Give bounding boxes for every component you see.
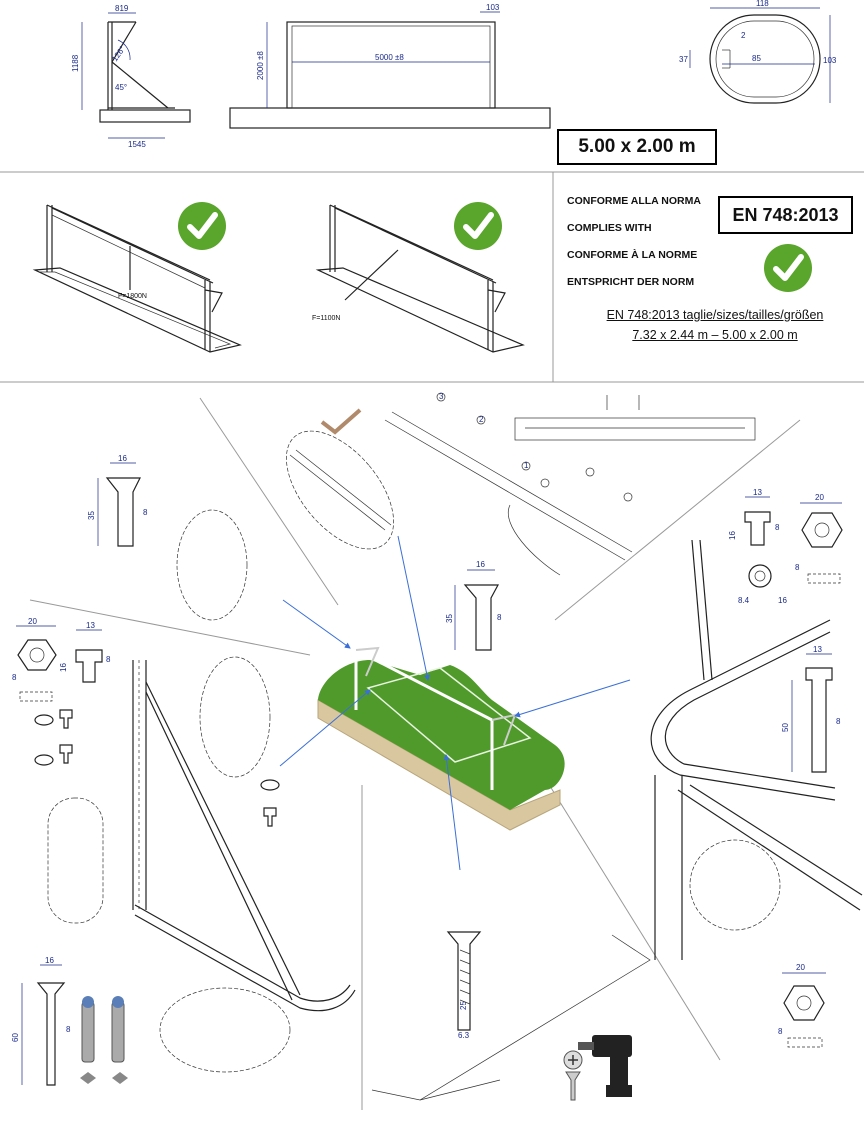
callout-markers: 3 2 1 — [436, 392, 633, 502]
dim-profile-height: 103 — [823, 56, 837, 65]
test-horizontal-drawing: F=1100N — [312, 204, 525, 353]
dim-bolt-a-h: 35 — [87, 511, 96, 520]
norm-line-fr: CONFORME À LA NORME — [567, 249, 698, 261]
check-icon — [178, 202, 226, 250]
dim-profile-side: 37 — [679, 55, 688, 64]
dim-nut-left-w: 20 — [28, 617, 37, 626]
bolt-b-detail: 16 35 8 — [445, 560, 502, 651]
force-horizontal-label: F=1100N — [312, 315, 340, 322]
right-post-drawing — [650, 539, 863, 960]
left-post-drawing — [47, 509, 356, 1073]
standard-sizes-line2: 7.32 x 2.44 m – 5.00 x 2.00 m — [632, 328, 798, 342]
dim-bolt-long-d: 8 — [836, 717, 841, 726]
dim-angle-lower: 45° — [115, 83, 127, 92]
profile-section-drawing: 118 103 85 37 2 — [679, 0, 837, 104]
test-vertical-drawing: F=1800N — [32, 204, 242, 353]
check-icon — [764, 244, 812, 292]
dim-base-width: 1545 — [128, 140, 146, 149]
dim-bolt-b-h: 35 — [445, 614, 454, 623]
dim-nut-right-w: 20 — [815, 493, 824, 502]
dim-bolt-b-d: 8 — [497, 613, 502, 622]
guide-lines — [29, 397, 801, 1110]
bolt-a-detail: 16 35 8 — [87, 454, 148, 547]
dim-bolt-left-h: 16 — [59, 663, 68, 672]
dim-bolt-long-w: 13 — [813, 645, 822, 654]
standard-box: EN 748:2013 — [718, 196, 853, 234]
dim-top-width: 819 — [115, 4, 129, 13]
loose-parts-left — [34, 709, 280, 827]
dim-washer-d2: 16 — [778, 596, 787, 605]
front-view-drawing: 5000 ±8 2000 ±8 103 — [229, 3, 551, 129]
right-washer-detail: 8.4 16 — [738, 564, 787, 605]
dim-bolt-right-h: 16 — [728, 531, 737, 540]
standard-sizes-line1: EN 748:2013 taglie/sizes/tailles/größen — [606, 308, 824, 322]
callout-label: 2 — [479, 415, 484, 424]
rail-detail-drawing — [286, 395, 756, 576]
dim-nut-left-d: 8 — [12, 673, 17, 682]
dim-post: 103 — [486, 3, 500, 12]
norm-line-de: ENTSPRICHT DER NORM — [567, 276, 695, 288]
dim-nut-rb-d: 8 — [778, 1027, 783, 1036]
dim-bolt-right-d: 8 — [775, 523, 780, 532]
dim-bolt-b-w: 16 — [476, 560, 485, 569]
field-3d-render — [317, 646, 565, 831]
right-nut-detail: 20 8 — [795, 493, 843, 584]
dim-screw-center-h: 25 — [459, 1001, 468, 1010]
screw-icon — [563, 1050, 583, 1101]
dim-goal-width: 5000 ±8 — [375, 53, 404, 62]
dim-profile-width: 118 — [756, 0, 769, 8]
dim-bolt-a-w: 16 — [118, 454, 127, 463]
dim-bolt-left-d: 8 — [106, 655, 111, 664]
norm-line-en: COMPLIES WITH — [567, 222, 652, 234]
dim-nut-rb-w: 20 — [796, 963, 805, 972]
left-nut-detail: 20 8 — [12, 617, 57, 702]
dim-screw-left-d: 8 — [66, 1025, 71, 1034]
dim-bolt-right-w: 13 — [753, 488, 762, 497]
check-icon — [454, 202, 502, 250]
dim-profile-wall: 2 — [741, 31, 746, 40]
dim-screw-left-w: 16 — [45, 956, 54, 965]
dim-screw-center-d: 6.3 — [458, 1031, 470, 1040]
dim-angle-upper: 126° — [110, 44, 127, 63]
dim-washer-d1: 8.4 — [738, 596, 750, 605]
drill-icon — [578, 1035, 632, 1097]
side-view-drawing: 819 1188 1545 126° 45° — [71, 4, 191, 149]
left-screw-detail: 16 60 8 — [11, 956, 128, 1086]
dim-screw-left-h: 60 — [11, 1033, 20, 1042]
dim-bolt-long-h: 50 — [781, 723, 790, 732]
right-bottom-nut-detail: 20 8 — [778, 963, 826, 1048]
net-wire-drawing: 25 6.3 — [371, 931, 651, 1101]
pointer-arrows — [279, 535, 631, 871]
right-bolt-detail: 13 16 8 — [728, 488, 780, 546]
dim-nut-right-d: 8 — [795, 563, 800, 572]
callout-label: 1 — [524, 461, 529, 470]
dim-bolt-left-w: 13 — [86, 621, 95, 630]
dim-bolt-a-d: 8 — [143, 508, 148, 517]
force-vertical-label: F=1800N — [118, 293, 147, 300]
dim-goal-height: 2000 ±8 — [256, 51, 265, 80]
norm-line-it: CONFORME ALLA NORMA — [567, 195, 701, 207]
callout-label: 3 — [439, 392, 444, 401]
size-label-box: 5.00 x 2.00 m — [557, 129, 717, 165]
left-bolt-detail: 13 16 8 — [59, 621, 111, 683]
right-long-bolt-detail: 13 50 8 — [781, 645, 841, 773]
dim-profile-inner: 85 — [752, 54, 761, 63]
dim-side-height: 1188 — [71, 54, 80, 72]
